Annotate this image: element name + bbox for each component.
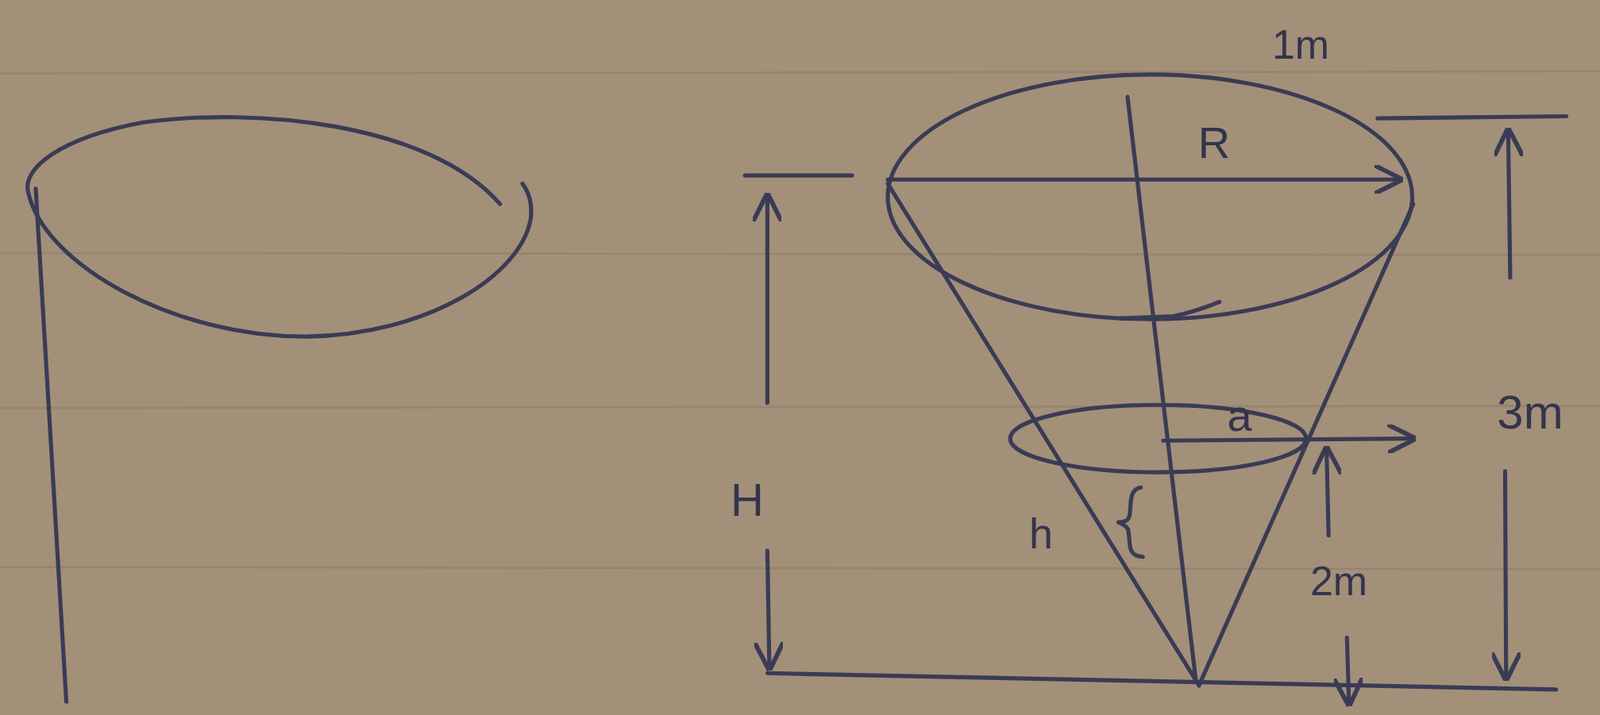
dimension-tick xyxy=(744,173,853,178)
height-label: h xyxy=(1025,510,1057,557)
dimension-label: 2m xyxy=(1306,559,1371,604)
dimension-label: H xyxy=(727,475,768,525)
cone-axis xyxy=(1127,96,1196,682)
dimension-line xyxy=(767,551,770,669)
tick-mark xyxy=(1120,301,1220,319)
ground-line xyxy=(767,673,1556,691)
radius-label: R xyxy=(1195,119,1234,167)
open-ellipse xyxy=(27,117,532,338)
dimension-line xyxy=(1346,637,1350,705)
dimension-line xyxy=(1507,131,1511,278)
dimension-line xyxy=(1326,449,1330,536)
dimension-label: 1m xyxy=(1268,22,1333,67)
radius-line xyxy=(1163,439,1414,442)
pole-line xyxy=(35,188,67,703)
dimension-tick xyxy=(1377,116,1567,120)
dimension-label: 3m xyxy=(1493,387,1566,439)
brace xyxy=(1118,487,1143,557)
radius-label: a xyxy=(1223,392,1255,440)
cone-side xyxy=(887,183,1200,686)
radius-line xyxy=(887,177,1400,182)
dimension-line xyxy=(765,196,770,404)
dimension-line xyxy=(1504,471,1506,679)
